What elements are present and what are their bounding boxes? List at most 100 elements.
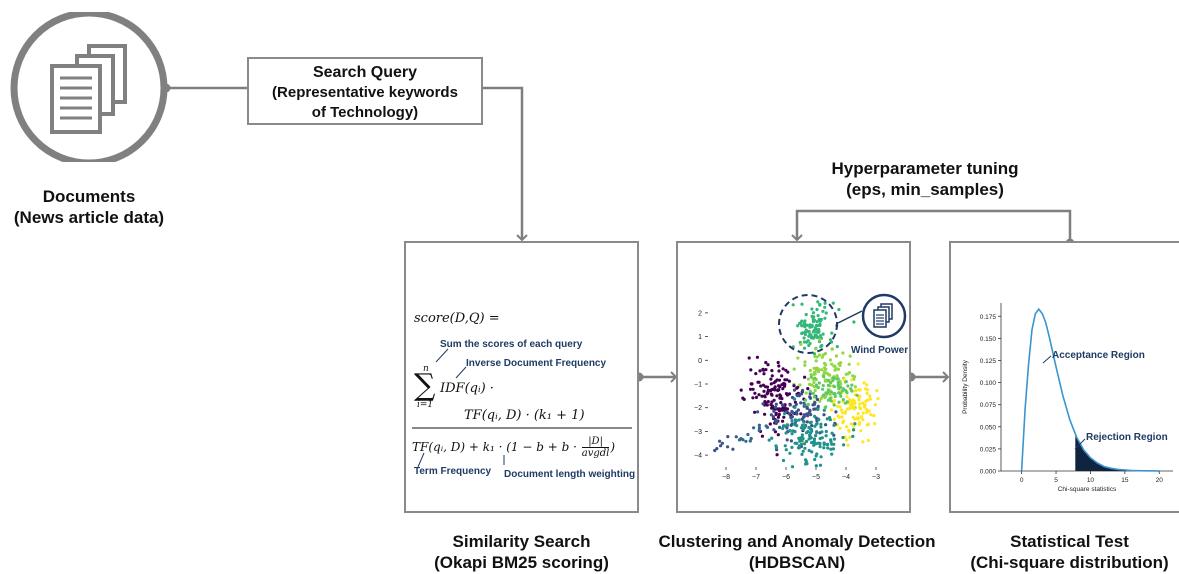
scatter-point: [810, 307, 814, 311]
scatter-point: [726, 435, 730, 439]
y-tick-label: 0.075: [980, 402, 997, 409]
scatter-point: [841, 398, 845, 402]
similarity-box: score(D,Q) = Sum the scores of each quer…: [404, 241, 639, 513]
scatter-point: [842, 443, 846, 447]
scatter-point: [795, 393, 799, 398]
scatter-point: [842, 377, 846, 381]
scatter-point: [839, 408, 843, 412]
scatter-point: [809, 373, 813, 377]
scatter-point: [869, 413, 873, 417]
scatter-point: [772, 387, 776, 391]
scatter-point: [851, 415, 855, 419]
acceptance-label: Acceptance Region: [1052, 350, 1145, 361]
scatter-point: [777, 412, 781, 417]
scatter-point: [786, 423, 790, 427]
scatter-point: [862, 381, 866, 385]
scatter-point: [822, 441, 826, 445]
scatter-point: [790, 445, 794, 449]
scatter-point: [802, 442, 807, 446]
y-axis-label: Probability Density: [962, 359, 969, 414]
scatter-point: [803, 332, 807, 337]
scatter-point: [835, 345, 839, 349]
note-leaders: [412, 348, 632, 468]
scatter-point: [800, 452, 804, 456]
scatter-point: [832, 403, 836, 407]
scatter-point: [843, 401, 848, 405]
scatter-point: [782, 415, 786, 419]
scatter-point: [760, 394, 764, 398]
scatter-point: [793, 418, 797, 422]
scatter-point: [772, 398, 776, 402]
scatter-point: [815, 421, 819, 426]
scatter-point: [865, 423, 869, 427]
scatter-point: [824, 423, 828, 427]
scatter-point: [829, 438, 833, 442]
scatter-point: [782, 424, 787, 428]
scatter-point: [758, 369, 762, 373]
scatter-point: [855, 416, 859, 420]
scatter-point: [810, 441, 814, 445]
scatter-point: [757, 426, 761, 430]
scatter-point: [818, 322, 822, 326]
scatter-point: [802, 414, 806, 419]
scatter-point: [864, 407, 868, 411]
scatter-point: [754, 395, 759, 399]
scatter-point: [812, 443, 816, 447]
scatter-point: [816, 300, 820, 304]
scatter-point: [804, 459, 808, 463]
scatter-point: [801, 428, 805, 432]
scatter-point: [818, 463, 823, 467]
clustering-label: Clustering and Anomaly Detection (HDBSCA…: [640, 531, 954, 573]
scatter-point: [808, 392, 812, 396]
scatter-point: [839, 394, 843, 398]
scatter-point: [819, 455, 823, 459]
sum-sign: ∑: [414, 368, 436, 403]
scatter-point: [846, 384, 850, 388]
scatter-point: [797, 446, 801, 450]
denominator-a: TF(qᵢ, D) + k₁ · (1 − b + b ·: [412, 440, 577, 454]
scatter-point: [803, 360, 807, 364]
scatter-point: [826, 388, 830, 392]
scatter-point: [828, 358, 832, 362]
scatter-point: [813, 407, 817, 411]
scatter-point: [850, 406, 854, 410]
scatter-point: [779, 401, 783, 405]
rejection-region-area: [1075, 433, 1160, 471]
scatter-point: [852, 375, 857, 379]
scatter-point: [746, 432, 750, 437]
scatter-point: [816, 329, 820, 333]
scatter-point: [797, 418, 801, 422]
scatter-point: [788, 403, 792, 407]
scatter-point: [845, 391, 849, 395]
scatter-point: [770, 393, 774, 397]
scatter-point: [786, 370, 790, 374]
scatter-point: [865, 391, 869, 395]
y-tick-label: 0.100: [980, 380, 997, 387]
scatter-point: [799, 412, 803, 416]
scatter-point: [777, 407, 781, 411]
scatter-point: [790, 415, 794, 419]
similarity-title: Similarity Search: [452, 532, 591, 551]
scatter-point: [778, 385, 782, 389]
scatter-point: [768, 422, 772, 426]
scatter-point: [775, 453, 779, 457]
y-tick-label: 0.025: [980, 446, 997, 453]
scatter-point: [808, 323, 812, 327]
scatter-point: [772, 409, 776, 413]
scatter-point: [815, 307, 819, 312]
scatter-point: [830, 452, 834, 456]
scatter-point: [813, 326, 818, 330]
documents-label: Documents (News article data): [0, 186, 178, 228]
search-query-box: Search Query (Representative keywords of…: [247, 57, 483, 125]
scatter-point: [840, 411, 845, 415]
scatter-point: [816, 335, 820, 340]
y-tick-label: 2: [698, 310, 702, 317]
scatter-point: [800, 331, 804, 335]
scatter-point: [812, 395, 816, 399]
scatter-point: [820, 430, 824, 434]
scatter-point: [829, 408, 834, 412]
scatter-point: [816, 385, 820, 389]
scatter-point: [815, 431, 819, 435]
scatter-point: [747, 356, 751, 360]
